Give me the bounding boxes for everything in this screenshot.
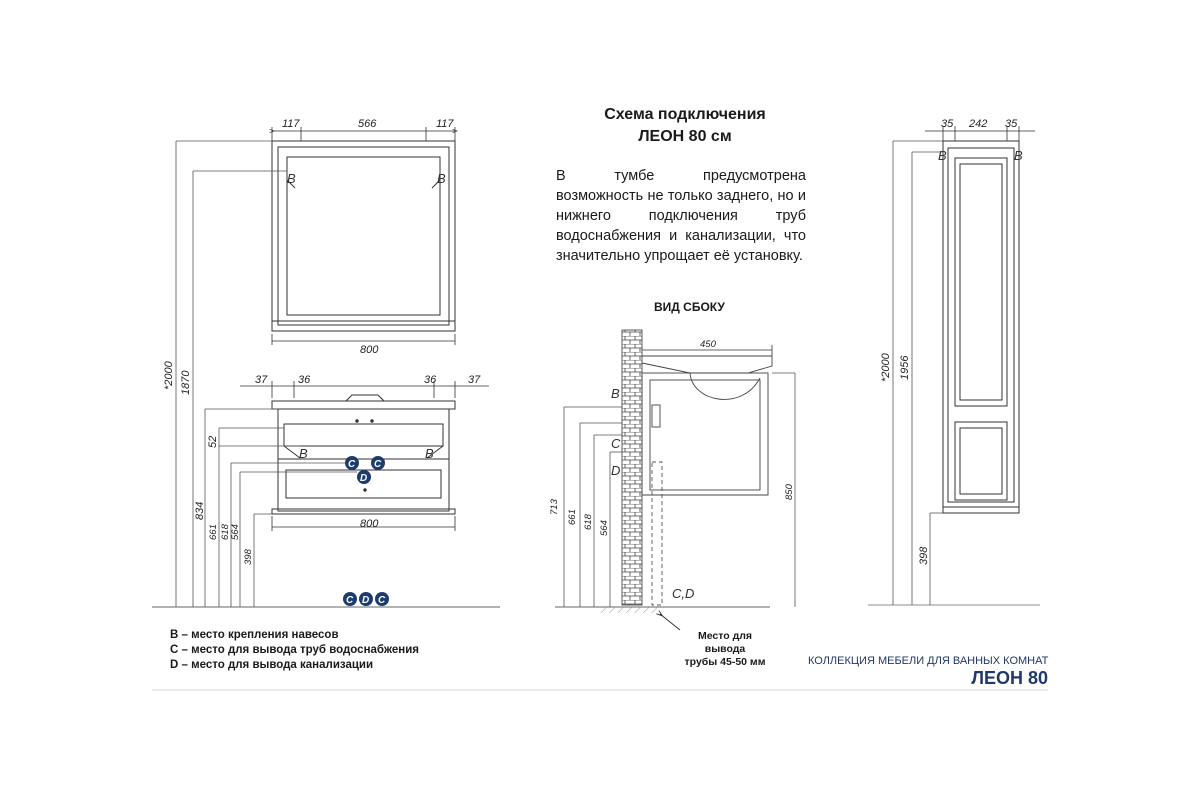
dim-vanity-36-right: 36 xyxy=(424,374,437,386)
dim-vanity-37-right: 37 xyxy=(468,374,481,386)
floor-marker-d: D xyxy=(362,595,369,606)
pipe-note: Место для вывода трубы 45-50 мм xyxy=(680,630,770,669)
pipe-note-line2: вывода xyxy=(704,643,746,655)
legend-d: D – место для вывода канализации xyxy=(170,659,374,671)
column-label-b-right: B xyxy=(1014,148,1023,163)
dim-vanity-37-left: 37 xyxy=(255,374,268,386)
dim-mirror-800: 800 xyxy=(360,344,379,356)
pipe-note-line1: Место для xyxy=(697,630,753,642)
legend-b: B – место крепления навесов xyxy=(170,629,339,641)
mirror-drawing xyxy=(271,140,456,332)
legend-c: C – место для вывода труб водоснабжения xyxy=(170,644,419,656)
side-label-d: D xyxy=(611,463,620,478)
side-label-c: C xyxy=(611,436,621,451)
dim-left-834: 834 xyxy=(194,502,206,520)
dim-vanity-800: 800 xyxy=(360,518,379,530)
vanity-top-dimension xyxy=(240,381,489,398)
dim-left-2000: *2000 xyxy=(163,360,175,390)
dim-column-35-right: 35 xyxy=(1005,118,1018,130)
column-drawing xyxy=(942,140,1020,514)
vanity-marker-c-left: C xyxy=(345,456,359,470)
vanity-drawing xyxy=(271,394,456,515)
dim-left-1870: 1870 xyxy=(180,370,192,395)
dim-left-398: 398 xyxy=(243,548,254,565)
svg-text:C: C xyxy=(348,459,356,470)
dim-vanity-36-left: 36 xyxy=(298,374,311,386)
svg-text:D: D xyxy=(360,473,367,484)
dim-side-850: 850 xyxy=(784,483,795,500)
dim-side-564: 564 xyxy=(599,520,610,536)
mirror-bottom-dimension xyxy=(271,334,456,345)
vanity-marker-d: D xyxy=(357,470,371,484)
side-height-dimensions xyxy=(563,372,796,607)
dim-side-618: 618 xyxy=(583,513,594,530)
dim-side-450: 450 xyxy=(700,339,717,350)
vanity-marker-c-right: C xyxy=(371,456,385,470)
dim-mirror-566: 566 xyxy=(358,118,377,130)
column-label-b-left: B xyxy=(938,148,947,163)
dim-column-242: 242 xyxy=(968,118,987,130)
side-label-b: B xyxy=(611,386,620,401)
description-text: В тумбе предусмотрена возможность не тол… xyxy=(556,168,806,264)
collection-caption: КОЛЛЕКЦИЯ МЕБЕЛИ ДЛЯ ВАННЫХ КОМНАТ xyxy=(808,655,1049,667)
dim-left-661: 661 xyxy=(208,524,219,540)
dim-column-2000: *2000 xyxy=(880,352,892,382)
dim-left-564: 564 xyxy=(230,524,241,540)
left-height-dimensions xyxy=(175,140,357,607)
vanity-bottom-dimension xyxy=(271,516,456,531)
side-depth-dimension xyxy=(642,345,773,356)
dim-left-618: 618 xyxy=(220,523,231,540)
side-label-cd: C,D xyxy=(672,586,694,601)
mirror-top-dimension xyxy=(272,127,455,141)
dim-mirror-117-right: 117 xyxy=(436,118,454,130)
column-top-dimension xyxy=(925,126,1035,141)
dim-side-661: 661 xyxy=(567,509,578,525)
dim-side-713: 713 xyxy=(549,498,560,515)
legend: B – место крепления навесов C – место дл… xyxy=(170,628,419,673)
scheme-title: Схема подключения xyxy=(604,106,766,123)
dim-column-35-left: 35 xyxy=(941,118,954,130)
product-name: ЛЕОН 80 xyxy=(971,668,1048,688)
dim-vanity-52: 52 xyxy=(207,436,219,448)
dim-column-1956: 1956 xyxy=(899,355,911,380)
dim-mirror-117-left: 117 xyxy=(282,118,300,130)
vanity-label-b-left: B xyxy=(299,446,308,461)
column-height-dimensions xyxy=(868,140,1040,606)
vanity-label-b-right: B xyxy=(425,446,434,461)
side-view-title: ВИД СБОКУ xyxy=(654,300,725,314)
floor-markers xyxy=(343,592,389,606)
scheme-subtitle: ЛЕОН 80 см xyxy=(638,128,732,145)
dim-column-398: 398 xyxy=(918,546,930,565)
svg-text:C: C xyxy=(374,459,382,470)
floor-marker-c-right: C xyxy=(378,595,386,606)
pipe-note-line3: трубы 45-50 мм xyxy=(684,656,766,668)
floor-marker-c-left: C xyxy=(346,595,354,606)
mirror-label-b-left: B xyxy=(287,171,296,186)
side-view-drawing xyxy=(555,329,773,631)
mirror-label-b-right: B xyxy=(437,171,446,186)
